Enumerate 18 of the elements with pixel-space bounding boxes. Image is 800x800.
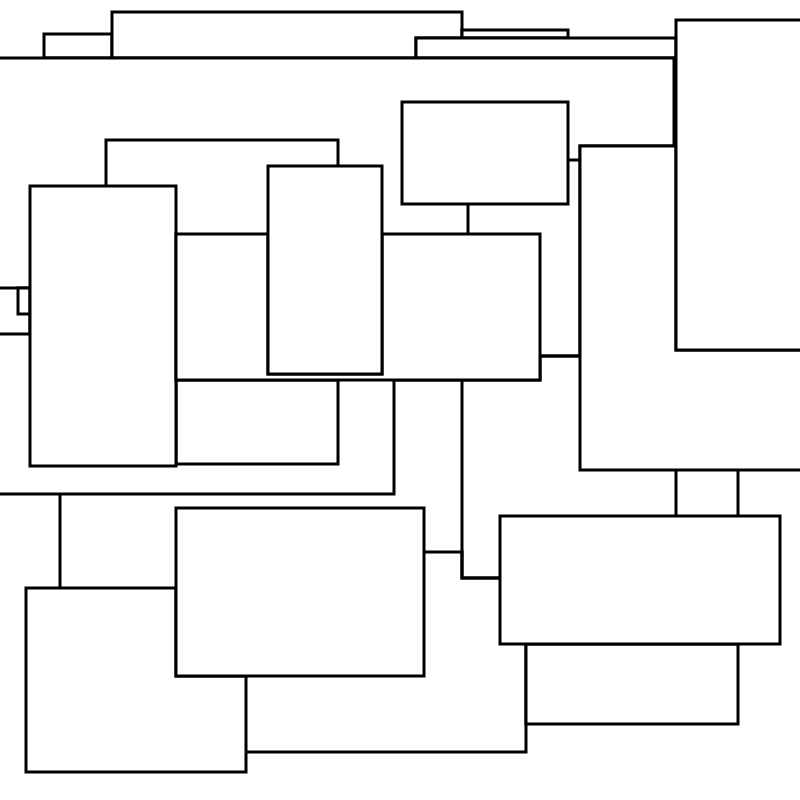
rectangle-box — [526, 644, 738, 724]
rectangle-box — [30, 186, 176, 466]
connector-line — [466, 204, 470, 234]
connector-line — [58, 494, 62, 588]
connector-line — [568, 158, 580, 162]
rectangle-box — [268, 166, 382, 374]
connector-line — [424, 550, 500, 580]
connector-line — [540, 354, 580, 358]
connector-line — [104, 138, 340, 186]
rectangle-box — [500, 516, 780, 644]
connector-line — [674, 470, 678, 516]
rectangle-box — [416, 38, 676, 58]
rectangle-box — [402, 102, 568, 204]
rectangle-box — [176, 508, 424, 676]
rectangle-box — [44, 34, 112, 58]
connector-line — [736, 470, 740, 516]
rectangle-box — [176, 380, 338, 464]
rectangle-box — [18, 288, 30, 314]
